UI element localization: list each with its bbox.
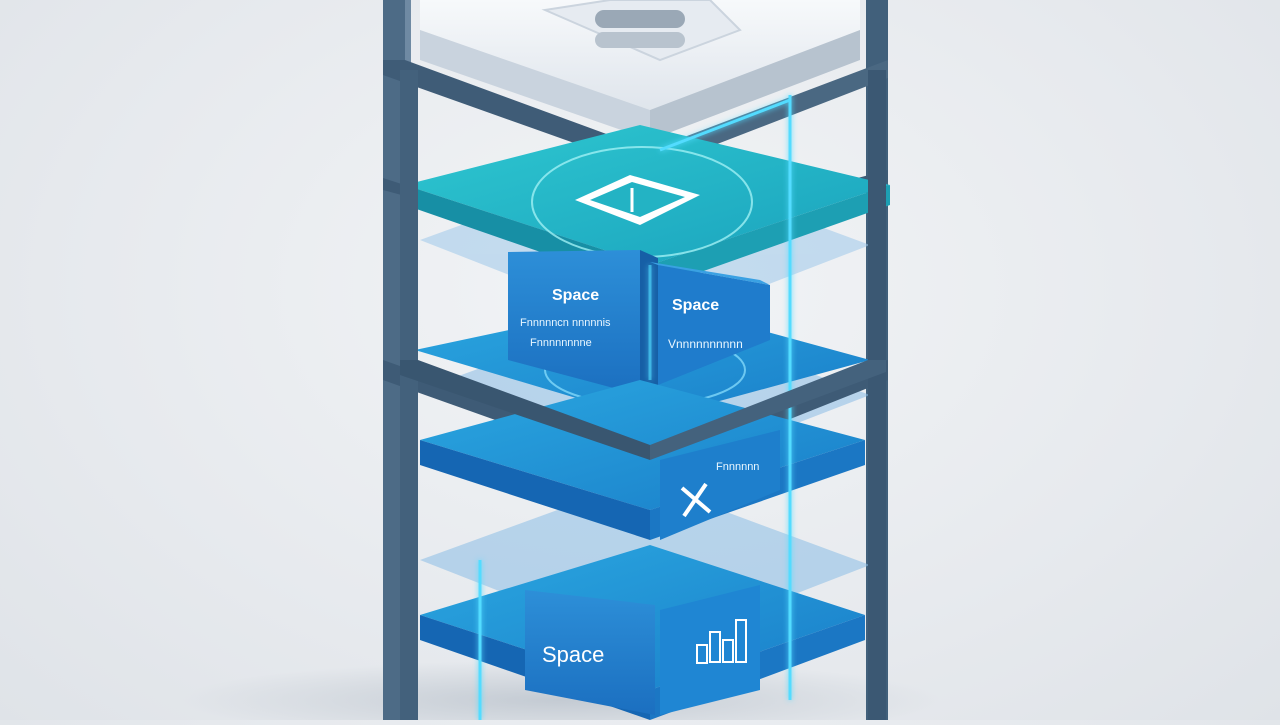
bar-chart-icon xyxy=(696,619,747,664)
tray-handle xyxy=(595,10,685,28)
box3-label: Fnnnnnn xyxy=(716,461,759,473)
rack-frame-front xyxy=(400,70,886,720)
box2-line2: Vnnnnnnnnnn xyxy=(668,337,743,351)
monitor-icon xyxy=(575,175,700,225)
box1-line2: Fnnnnncn nnnnnis xyxy=(520,317,611,329)
box2-title: Space xyxy=(672,297,719,314)
box4-label: Space xyxy=(542,642,604,667)
box1-title: Space xyxy=(552,287,599,304)
box1-line3: Fnnnnnnnne xyxy=(530,337,592,349)
info-box-4: Space xyxy=(525,590,655,715)
info-box-3: Fnnnnnn xyxy=(660,430,780,540)
top-tray xyxy=(420,0,860,140)
info-box-2: Space Vnnnnnnnnnn xyxy=(650,262,770,385)
tools-icon xyxy=(680,482,712,518)
chart-box xyxy=(660,585,760,715)
